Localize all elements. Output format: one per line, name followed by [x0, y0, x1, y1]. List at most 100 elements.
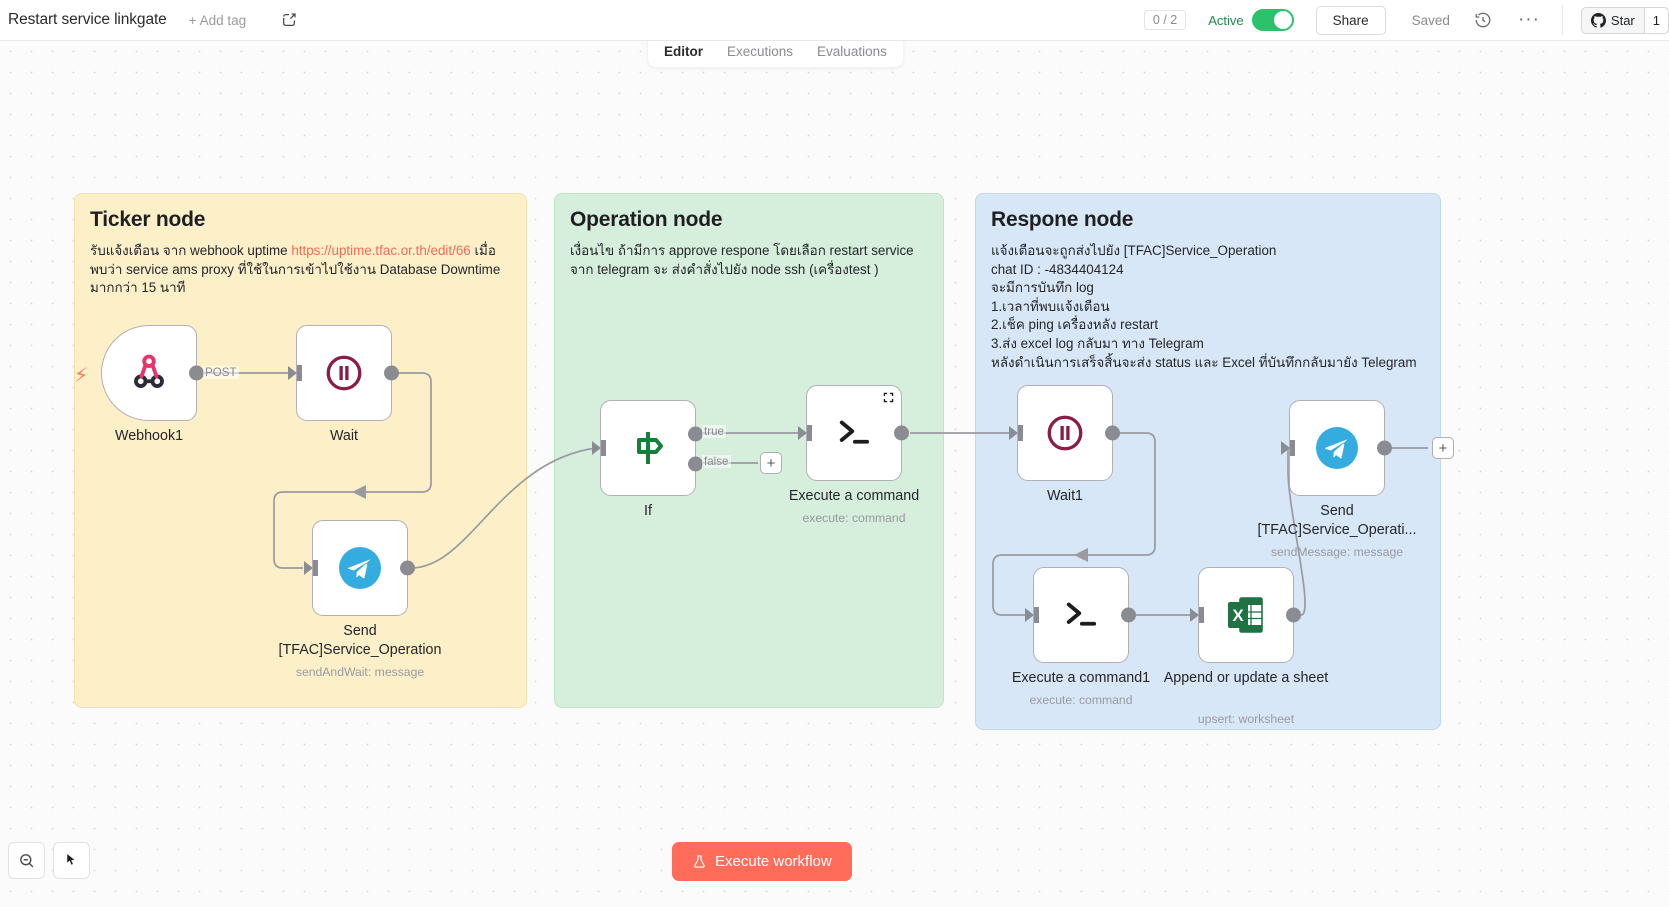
sticky-text-post: เมื่อพบว่า service ams proxy ที่ใช้ในการ… [90, 243, 505, 296]
node-subtitle: execute: command [1029, 693, 1133, 707]
node-label: Wait1 [1046, 488, 1083, 504]
node-label: Webhook1 [114, 428, 184, 444]
output-port[interactable] [189, 365, 204, 381]
trigger-bolt-icon[interactable]: ⚡ [74, 365, 89, 387]
webhook-icon [134, 354, 164, 388]
node-body[interactable] [101, 325, 204, 421]
node-label: Execute a command [788, 488, 920, 504]
node-webhook1[interactable]: Webhook1 [101, 325, 204, 444]
output-port[interactable] [1105, 425, 1120, 441]
history-clock-icon[interactable] [1474, 11, 1492, 29]
add-node-button-end[interactable]: + [1432, 437, 1454, 459]
node-send-telegram-2[interactable]: Send [TFAC]Service_Operati... sendMessag… [1258, 400, 1416, 559]
node-wait[interactable]: Wait [288, 325, 399, 444]
node-subtitle: sendMessage: message [1270, 545, 1404, 559]
output-port[interactable] [1286, 607, 1301, 623]
add-tag-button[interactable]: + Add tag [188, 12, 247, 28]
workflow-canvas[interactable]: Ticker node รับแจ้งเตือน จาก webhook upt… [0, 41, 1669, 907]
app-header: Restart service linkgate + Add tag 0 / 2… [0, 0, 1669, 41]
node-wait1[interactable]: Wait1 [1009, 385, 1120, 504]
node-execute-a-command[interactable]: Execute a command execute: command [789, 385, 919, 525]
node-body[interactable] [1009, 385, 1120, 481]
edit-square-icon[interactable] [281, 12, 297, 28]
header-divider [1561, 5, 1563, 35]
tidy-up-button[interactable] [53, 842, 90, 879]
output-port-false[interactable] [688, 456, 703, 472]
active-toggle[interactable] [1251, 9, 1294, 31]
canvas-controls [8, 842, 90, 879]
github-star-label: Star [1610, 12, 1635, 28]
node-label: Send [TFAC]Service_Operation [278, 623, 442, 658]
tidy-up-icon [67, 854, 75, 865]
edge-label-true: true [702, 425, 726, 438]
uptime-link[interactable]: https://uptime.tfac.or.th/edit/66 [291, 243, 471, 258]
saved-status-label: Saved [1411, 12, 1450, 28]
node-execute-a-command1[interactable]: Execute a command1 execute: command [1012, 567, 1150, 707]
edge-arrow [352, 485, 366, 499]
node-subtitle: execute: command [802, 511, 906, 525]
sticky-text-pre: รับแจ้งเตือน จาก webhook uptime [90, 243, 292, 258]
node-selected-indicator-icon [882, 391, 895, 409]
github-star-group: Star 1 [1580, 6, 1669, 34]
github-star-button[interactable]: Star [1580, 6, 1644, 34]
node-append-or-update-a-sheet[interactable]: X Append or update a sheet upsert: works… [1164, 567, 1328, 726]
edge-label-post: POST [203, 366, 239, 379]
node-send-telegram-1[interactable]: Send [TFAC]Service_Operation sendAndWait… [279, 520, 441, 679]
node-label: Execute a command1 [1011, 670, 1151, 686]
output-port[interactable] [400, 560, 415, 576]
page-title: Restart service linkgate [8, 11, 167, 28]
github-icon [1590, 12, 1606, 28]
node-subtitle: upsert: worksheet [1197, 712, 1295, 726]
output-port[interactable] [1121, 607, 1136, 623]
share-button[interactable]: Share [1315, 5, 1386, 35]
flask-icon [694, 855, 705, 868]
node-label: If [644, 503, 652, 519]
sticky-note-body: แจ้งเตือนจะถูกส่งไปยัง [TFAC]Service_Ope… [991, 243, 1417, 370]
execute-workflow-label: Execute workflow [715, 853, 832, 870]
edge-label-false: false [702, 455, 731, 468]
more-horizontal-icon[interactable]: ··· [1517, 9, 1540, 30]
sticky-note-body: รับแจ้งเตือน จาก webhook uptime https://… [90, 242, 511, 298]
sticky-note-title: Ticker node [90, 208, 206, 231]
output-port[interactable] [1377, 440, 1392, 456]
node-subtitle: sendAndWait: message [295, 665, 425, 679]
node-body[interactable] [1025, 567, 1136, 663]
node-body[interactable] [592, 400, 703, 496]
node-if[interactable]: If [592, 400, 703, 519]
tab-executions[interactable]: Executions [717, 40, 803, 63]
terminal-icon [839, 420, 870, 444]
execution-count-badge: 0 / 2 [1143, 10, 1187, 30]
zoom-out-button[interactable] [8, 842, 45, 879]
tab-editor[interactable]: Editor [654, 40, 713, 63]
node-body[interactable] [288, 325, 399, 421]
execute-workflow-button[interactable]: Execute workflow [672, 842, 852, 881]
node-body[interactable]: X [1190, 567, 1301, 663]
edge-arrow [1074, 548, 1088, 562]
signpost-icon [637, 432, 663, 464]
telegram-icon [1316, 427, 1358, 469]
active-status-label: Active [1208, 12, 1244, 28]
excel-icon: X [1228, 597, 1263, 633]
telegram-icon [339, 547, 381, 589]
node-body[interactable] [798, 385, 909, 481]
tab-evaluations[interactable]: Evaluations [807, 40, 897, 63]
node-label: Wait [329, 428, 359, 444]
sticky-note-body: เงื่อนไข ถ้ามีการ approve respone โดยเลื… [570, 243, 918, 277]
svg-text:X: X [1232, 606, 1244, 625]
sticky-note-ticker[interactable]: Ticker node รับแจ้งเตือน จาก webhook upt… [74, 193, 527, 708]
output-port[interactable] [384, 365, 399, 381]
output-port-true[interactable] [688, 426, 703, 442]
node-label: Send [TFAC]Service_Operati... [1257, 503, 1417, 538]
node-body[interactable] [1281, 400, 1392, 496]
editor-tabs: Editor Executions Evaluations [648, 36, 903, 67]
github-star-count[interactable]: 1 [1643, 6, 1669, 34]
node-body[interactable] [304, 520, 415, 616]
pause-circle-icon [1047, 415, 1083, 451]
pause-circle-icon [326, 355, 362, 391]
zoom-out-icon [20, 854, 34, 868]
add-node-button-false[interactable]: + [760, 452, 782, 474]
terminal-icon [1066, 602, 1097, 626]
header-right-group: 0 / 2 Active Share Saved ··· Star 1 [1143, 0, 1669, 41]
output-port[interactable] [894, 425, 909, 441]
node-label: Append or update a sheet [1163, 670, 1329, 686]
